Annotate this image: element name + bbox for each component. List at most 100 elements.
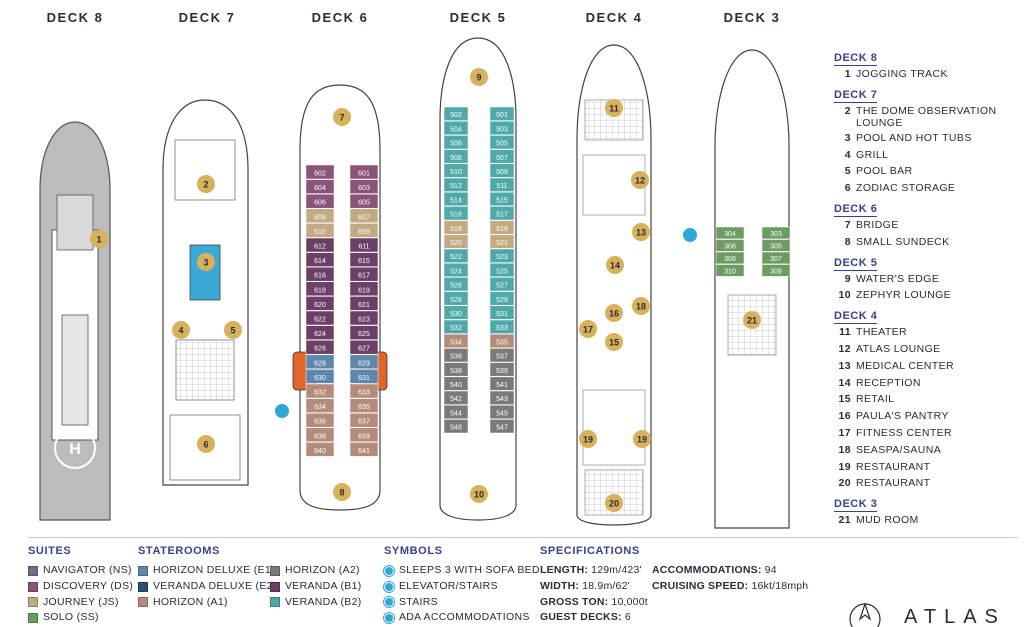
cabin-number: 641 — [358, 448, 370, 455]
cabin-number: 540 — [450, 382, 462, 389]
cabin-number: 622 — [314, 317, 326, 324]
cabin-number: 507 — [496, 155, 508, 162]
cabin-number: 544 — [450, 410, 462, 417]
amenity-marker-number: 16 — [609, 309, 619, 319]
key-item: ELEVATOR/STAIRS — [384, 579, 540, 595]
cabin-cell — [305, 427, 335, 443]
cabin-cell — [443, 291, 469, 306]
amenity-marker — [172, 321, 190, 339]
legend-item-number: 16 — [838, 410, 851, 423]
cabin-cell — [443, 262, 469, 278]
cabin-number: 632 — [314, 390, 326, 397]
cabin-cell — [305, 266, 335, 282]
cabin-cell — [489, 206, 515, 221]
amenity-marker-number: 17 — [583, 325, 593, 335]
amenity-marker — [197, 435, 215, 453]
legend-item-label: THE DOME OBSERVATION LOUNGE — [856, 104, 997, 130]
cabin-cell — [443, 333, 469, 349]
amenity-marker-number: 11 — [609, 104, 619, 114]
amenity-marker — [333, 483, 351, 501]
amenity-marker — [197, 253, 215, 271]
legend-item-number: 9 — [844, 272, 851, 285]
cabin-number: 527 — [496, 283, 508, 290]
cabin-cell — [349, 252, 379, 267]
cabin-cell — [349, 412, 379, 428]
cabin-number: 503 — [496, 126, 508, 133]
cabin-number: 305 — [770, 244, 782, 251]
cabin-cell — [349, 354, 379, 370]
legend-item-number: 11 — [839, 326, 851, 339]
legend-item-label: MUD ROOM — [856, 514, 919, 527]
compass-icon — [849, 602, 881, 627]
key-item: ADA ACCOMMODATIONS — [384, 610, 540, 626]
key-item-label: STAIRS — [399, 595, 438, 608]
legend-item-label: WATER'S EDGE — [856, 272, 940, 285]
legend-item-number: 8 — [844, 235, 851, 248]
cabin-number: 519 — [496, 226, 508, 233]
color-swatch — [28, 565, 38, 576]
cabin-number: 628 — [314, 360, 326, 367]
cabin-cell — [349, 193, 379, 209]
deck-8-plan: H — [39, 121, 111, 521]
amenity-marker-number: 20 — [609, 499, 619, 509]
spec-item: GROSS TON: 10,000t — [540, 595, 648, 611]
legend-item-label: GRILL — [856, 148, 889, 161]
cabin-number: 620 — [314, 302, 326, 309]
cabin-cell — [305, 369, 335, 384]
cabin-cell — [305, 223, 335, 238]
cabin-cell — [489, 419, 515, 434]
cabin-cell — [305, 208, 335, 224]
cabin-number: 543 — [496, 396, 508, 403]
cabin-number: 520 — [450, 240, 462, 247]
legend-item-number: 15 — [838, 393, 851, 406]
key-item: NAVIGATOR (NS) — [28, 563, 133, 579]
legend-group-title: DECK 6 — [834, 202, 878, 217]
cabin-cell — [761, 239, 791, 252]
cabin-cell — [489, 262, 515, 278]
key-item: SOLO (SS) — [28, 610, 133, 626]
cabin-cell — [443, 248, 469, 263]
color-swatch — [28, 597, 38, 608]
cabin-cell — [489, 191, 515, 207]
cabin-cell — [489, 177, 515, 192]
symbol-icon — [384, 597, 394, 608]
cabin-number: 506 — [450, 141, 462, 148]
brand-logo: ATLAS — [848, 602, 1006, 627]
cabin-number: 501 — [496, 112, 508, 119]
cabin-cell — [761, 226, 791, 240]
amenity-marker — [631, 171, 649, 189]
cabin-cell — [349, 310, 379, 326]
brand-name: ATLAS — [904, 605, 1006, 627]
amenity-marker — [90, 230, 108, 248]
suites-title: SUITES — [28, 545, 72, 557]
cabin-cell — [305, 193, 335, 209]
cabin-cell — [305, 281, 335, 297]
key-item: JOURNEY (JS) — [28, 595, 133, 611]
cabin-cell — [489, 333, 515, 349]
cabin-cell — [305, 398, 335, 413]
cabin-number: 639 — [358, 433, 370, 440]
legend-item-number: 12 — [838, 342, 851, 355]
cabin-cell — [489, 248, 515, 263]
cabin-number: 538 — [450, 368, 462, 375]
cabin-number: 530 — [450, 311, 462, 318]
amenity-marker — [333, 108, 351, 126]
cabin-number: 630 — [314, 375, 326, 382]
key-item-label: ADA ACCOMMODATIONS — [399, 611, 530, 624]
cabin-number: 633 — [358, 390, 370, 397]
cabin-number: 304 — [724, 231, 736, 238]
svg-text:H: H — [69, 441, 81, 458]
cabin-number: 631 — [358, 375, 370, 382]
deck-7-plan — [162, 99, 249, 486]
key-item-label: HORIZON DELUXE (E1) — [153, 564, 275, 576]
legend-item-number: 21 — [838, 514, 851, 527]
cabin-number: 618 — [314, 287, 326, 294]
cabin-number: 536 — [450, 354, 462, 361]
